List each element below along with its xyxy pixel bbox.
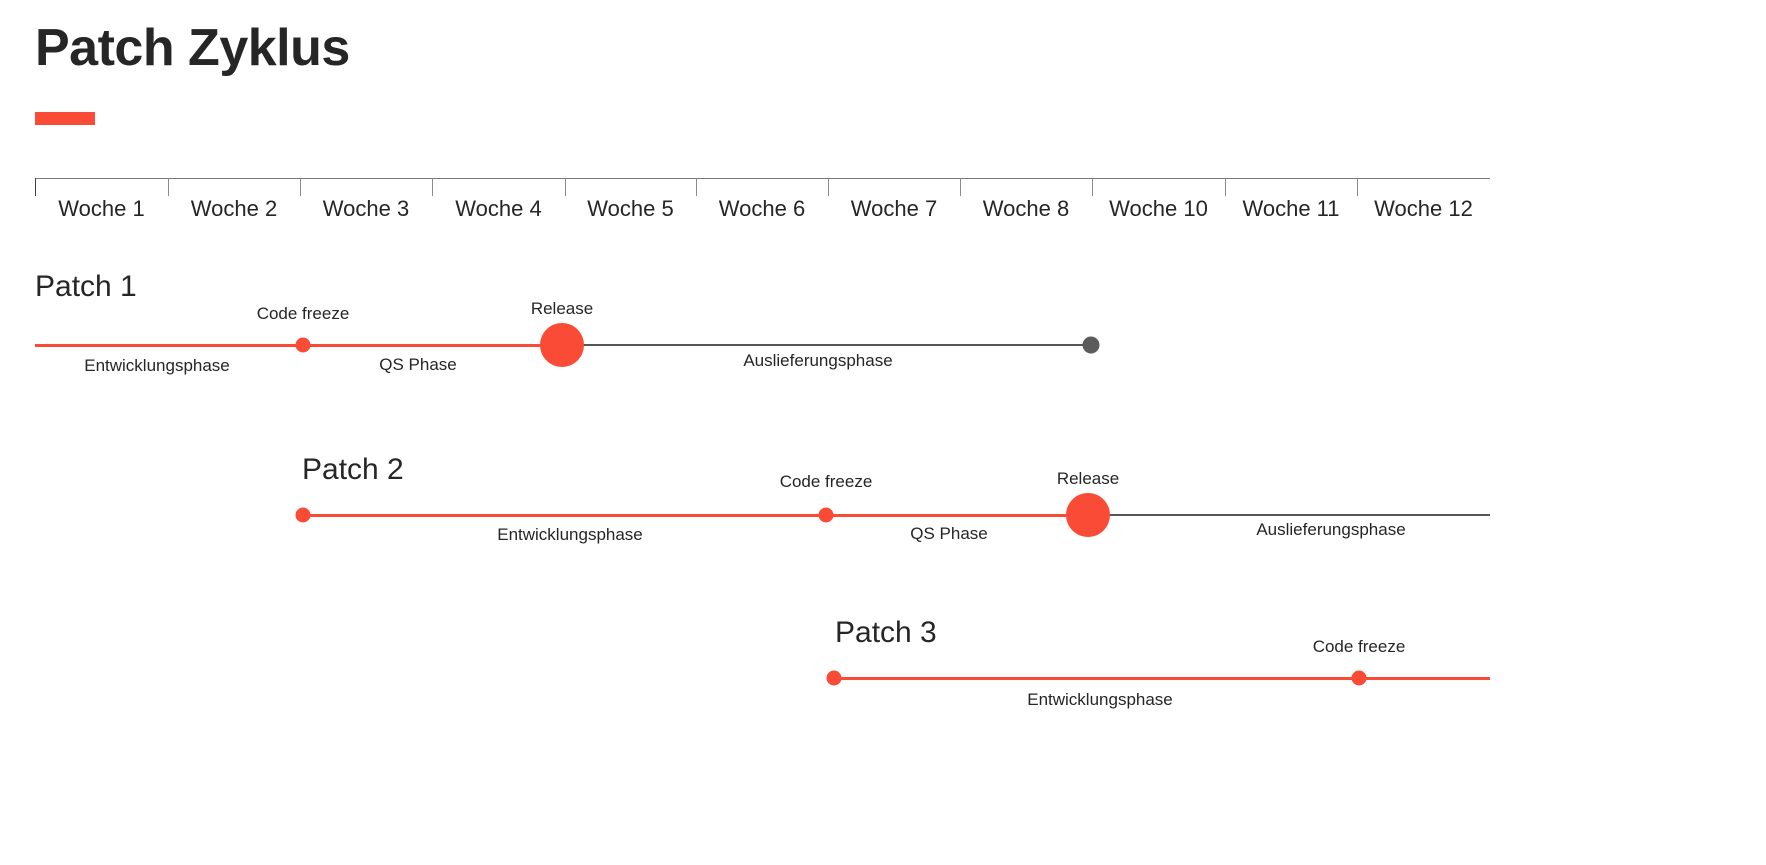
milestone-dot[interactable] [295,337,311,353]
week-label: Woche 6 [718,196,806,221]
week-cell[interactable]: Woche 3 [300,178,432,224]
week-label: Woche 4 [455,196,542,221]
week-cell[interactable]: Woche 7 [828,178,960,224]
week-cell[interactable]: Woche 8 [960,178,1092,224]
phase-label: Entwicklungsphase [84,356,230,375]
week-axis-rule [35,178,1490,179]
week-label: Woche 3 [322,196,410,221]
milestone-label: Code freeze [256,304,350,323]
week-divider-tick [696,178,697,196]
week-cell[interactable]: Woche 12 [1357,178,1490,224]
week-cell[interactable]: Woche 10 [1092,178,1225,224]
end-of-delivery-marker[interactable] [1082,336,1100,354]
week-divider-tick [828,178,829,196]
week-label: Woche 2 [190,196,278,221]
week-divider-tick [168,178,169,196]
timeline-segment-delivery [1088,514,1490,516]
week-divider-tick [1357,178,1358,196]
phase-label: Entwicklungsphase [1027,690,1173,709]
milestone-dot[interactable] [818,507,834,523]
milestone-dot[interactable] [826,670,842,686]
week-divider-tick [960,178,961,196]
week-divider-tick [432,178,433,196]
release-milestone-marker[interactable] [540,323,584,367]
phase-label: QS Phase [910,524,988,543]
week-cell[interactable]: Woche 5 [565,178,696,224]
week-label: Woche 8 [982,196,1070,221]
phase-label: Auslieferungsphase [1256,520,1406,539]
phase-label: QS Phase [379,355,457,374]
week-cell[interactable]: Woche 11 [1225,178,1357,224]
milestone-label: Release [1056,469,1120,488]
week-label: Woche 5 [587,196,674,221]
page-title: Patch Zyklus [35,19,350,77]
week-divider-tick [1225,178,1226,196]
milestone-label: Code freeze [779,472,873,491]
week-label: Woche 7 [850,196,938,221]
milestone-label: Code freeze [1312,637,1406,656]
week-divider-tick [1092,178,1093,196]
week-label: Woche 12 [1374,196,1473,221]
release-milestone-marker[interactable] [1066,493,1110,537]
milestone-dot[interactable] [295,507,311,523]
phase-label: Entwicklungsphase [497,525,643,544]
week-divider-tick [300,178,301,196]
patch-name: Patch 2 [302,453,404,486]
patch-name: Patch 3 [835,616,937,649]
patch-name: Patch 1 [35,270,137,303]
week-divider-tick [35,178,36,196]
phase-label: Auslieferungsphase [743,351,893,370]
week-label: Woche 11 [1242,196,1340,221]
week-label: Woche 10 [1109,196,1208,221]
week-cell[interactable]: Woche 6 [696,178,828,224]
week-cell[interactable]: Woche 1 [35,178,168,224]
week-cell[interactable]: Woche 2 [168,178,300,224]
milestone-dot[interactable] [1351,670,1367,686]
week-cell[interactable]: Woche 4 [432,178,565,224]
milestone-label: Release [530,299,594,318]
week-divider-tick [565,178,566,196]
week-label: Woche 1 [58,196,145,221]
timeline-segment-active [834,677,1490,680]
timeline-segment-delivery [562,344,1091,346]
timeline-segment-active [303,514,1088,517]
week-axis: Woche 1 Woche 2 Woche 3 Woche 4 Woche 5 Woche… [35,178,1490,224]
title-accent-bar [35,112,95,125]
